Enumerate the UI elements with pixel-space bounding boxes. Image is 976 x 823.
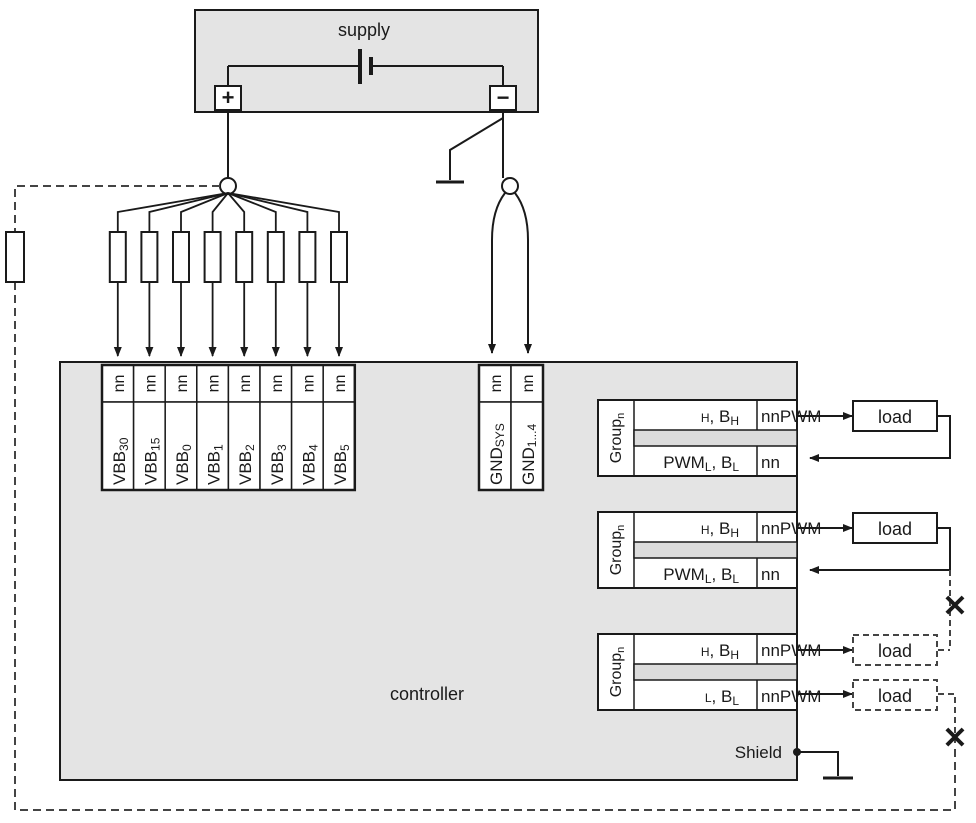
- group-row-low: L, BL: [705, 687, 739, 708]
- group-row-low: PWML, BL: [663, 565, 739, 586]
- vbb-wire: [211, 192, 229, 232]
- group-terminal-low: nnPWM: [761, 687, 821, 706]
- pin-name-label: VBB15: [141, 437, 162, 485]
- gnd-star-node: [501, 177, 519, 195]
- load-box-2: load: [852, 512, 938, 544]
- pin-name-cell: [290, 401, 324, 491]
- group-label: Groupn: [608, 525, 627, 576]
- pin-name-label: GND1...4: [519, 424, 539, 485]
- group-row-low: PWML, BL: [663, 453, 739, 474]
- gnd-wires: [488, 192, 532, 354]
- pin-name-cell: [164, 401, 198, 491]
- pin-name-label: VBB3: [268, 444, 289, 485]
- pin-nn-label: nn: [206, 375, 223, 393]
- chassis-ground-icon: [436, 117, 504, 184]
- vbb-wire: [180, 192, 229, 232]
- vbb-star-node: [219, 177, 237, 195]
- controller-label: controller: [390, 684, 464, 704]
- shield-loop: [14, 185, 956, 811]
- pin-nn-label: nn: [142, 375, 159, 393]
- vbb-wire: [148, 192, 229, 232]
- pin-nn-label: nn: [520, 375, 537, 393]
- fuse-icon: [108, 231, 127, 283]
- vbb-wire: [227, 192, 340, 232]
- pin-nn-label: nn: [300, 375, 317, 393]
- group-row-high: H, BH: [701, 407, 739, 428]
- group-block: Groupn H, BH nnPWM L, BL nnPWM: [597, 633, 821, 711]
- group-block: Groupn H, BH nnPWM PWML, BL nn: [597, 511, 821, 589]
- group-label: Groupn: [608, 413, 627, 464]
- battery-icon: [358, 49, 373, 84]
- group-terminal-high: nnPWM: [761, 641, 821, 660]
- vbb-wire: [116, 192, 229, 232]
- load-wiring-group3: [797, 646, 853, 698]
- fuse-icon: [172, 231, 190, 283]
- load-box-3a: load: [852, 634, 938, 666]
- pin-name-label: VBB2: [236, 444, 257, 485]
- pin-nn-label: nn: [237, 375, 254, 393]
- pin-nn-cell: [164, 364, 198, 403]
- supply-label: supply: [338, 20, 390, 40]
- pin-name-cell: [259, 401, 293, 491]
- pin-nn-label: nn: [174, 375, 191, 393]
- shield-fuse-icon: [5, 231, 25, 283]
- plus-terminal: +: [214, 85, 242, 111]
- disconnect-cross-icon: ✕: [942, 722, 967, 755]
- pin-nn-cell: [196, 364, 230, 403]
- group-terminal-low: nn: [761, 565, 780, 584]
- load-wiring-dashed: [938, 570, 956, 745]
- group-row-high: H, BH: [701, 641, 739, 662]
- pin-name-cell: [132, 401, 166, 491]
- supply-box: supply + −: [194, 9, 539, 113]
- pin-nn-label: nn: [488, 375, 505, 393]
- fuse-icon: [266, 231, 285, 283]
- fuse-icon: [203, 231, 222, 283]
- minus-sign: −: [497, 85, 510, 110]
- vbb-wire: [227, 192, 246, 232]
- load-label: load: [878, 686, 912, 706]
- load-label: load: [878, 519, 912, 539]
- shield-ground: Shield: [735, 743, 853, 780]
- group-terminal-high: nnPWM: [761, 519, 821, 538]
- vbb-wire: [227, 192, 277, 232]
- load-label: load: [878, 407, 912, 427]
- pin-nn-label: nn: [269, 375, 286, 393]
- fuse-icon: [235, 231, 254, 283]
- load-wiring: [797, 412, 951, 574]
- pin-name-label: VBB4: [299, 444, 320, 485]
- group-terminal-low: nn: [761, 453, 780, 472]
- fuse-icon: [140, 231, 159, 283]
- pin-nn-label: nn: [332, 375, 349, 393]
- group-terminal-high: nnPWM: [761, 407, 821, 426]
- pin-nn-label: nn: [111, 375, 128, 393]
- vbb-wire: [227, 192, 309, 232]
- load-box-1: load: [852, 400, 938, 432]
- load-label: load: [878, 641, 912, 661]
- group-row-high: H, BH: [701, 519, 739, 540]
- fuse-icon: [330, 231, 348, 283]
- pin-name-label: VBB0: [173, 444, 194, 485]
- group-label: Groupn: [608, 647, 627, 698]
- minus-terminal: −: [489, 85, 517, 111]
- pin-name-label: VBB30: [110, 437, 131, 485]
- fuse-icon: [298, 231, 317, 283]
- pin-name-label: VBB5: [331, 444, 352, 485]
- pin-name-label: GNDSYS: [487, 423, 507, 485]
- disconnect-cross-icon: ✕: [942, 590, 967, 623]
- load-box-3b: load: [852, 679, 938, 711]
- plus-sign: +: [222, 85, 235, 110]
- pin-name-label: VBB1: [205, 444, 226, 485]
- group-block: Groupn H, BH nnPWM PWML, BL nn: [597, 399, 821, 477]
- vbb-wires: [108, 192, 348, 357]
- shield-label: Shield: [735, 743, 782, 762]
